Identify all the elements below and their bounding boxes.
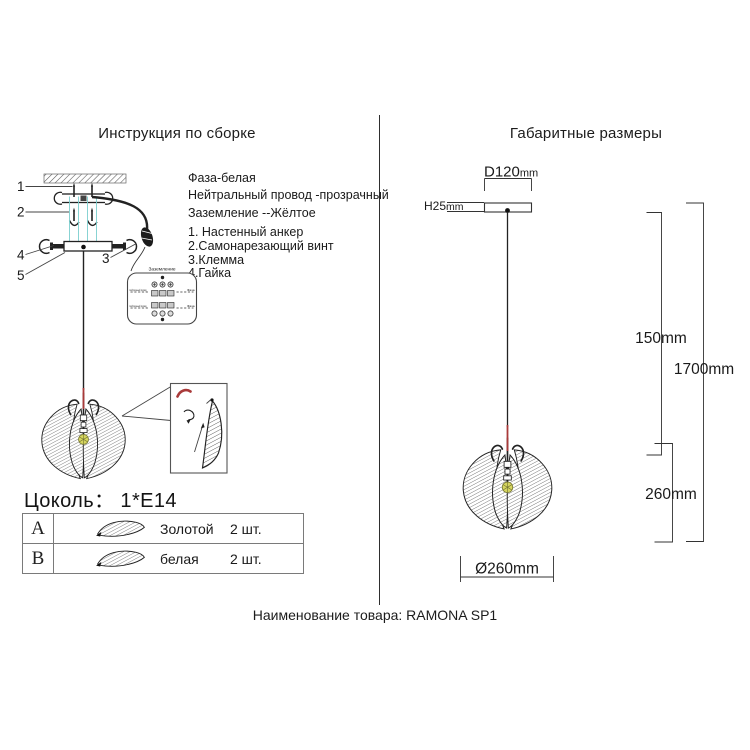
quantity-label: 2 шт. [230,550,262,567]
right-panel-title: Габаритные размеры [509,125,663,142]
panel-divider [379,115,381,605]
finish-label: Золотой [160,520,214,537]
callout-2: 2 [17,205,25,220]
red-stroke-mark [176,388,192,398]
callout-leaders [25,186,137,275]
ground-box-right-label-2: Фаза [187,304,195,308]
cord-length-dimension: 150mm [635,212,687,456]
shade-height-label: 260mm [645,486,697,503]
row-key: A [23,514,54,543]
callout-5: 5 [17,268,25,283]
table-row: B белая 2 шт. [23,543,303,573]
row-key: B [23,544,54,573]
part-anchor: 1. Настенный анкер [188,225,304,239]
leaf-pendant-drawing [462,437,553,530]
wire-color-legend: Фаза-белая Нейтральный провод -прозрачны… [188,170,389,222]
leaf-icon [95,550,145,567]
dimensions-diagram: D120mm H25mm Ø260mm 150mm 260mm [424,164,734,582]
shade-height-dimension: 260mm [645,443,697,543]
socket-spec: Цоколь： 1*E14 [24,490,177,512]
parts-list: 1. Настенный анкер 2.Самонарезающий винт… [188,225,334,281]
callout-3: 3 [102,251,110,266]
finish-table: A Золотой 2 шт. B белая 2 шт. [22,513,304,574]
leaf-icon [95,520,145,537]
legend-neutral: Нейтральный провод -прозрачный [188,188,389,203]
cord-length-label: 150mm [635,330,687,347]
leaf-detail-inset [121,382,228,474]
ground-box-left-label-2: Нейтральный провод [130,304,147,308]
power-cable [91,195,154,272]
part-clamp: 3.Клемма [188,252,245,267]
left-panel-title: Инструкция по сборке [98,125,256,142]
callout-1: 1 [17,179,25,194]
canopy-diameter-label: D120mm [484,164,538,181]
total-height-label: 1700mm [674,361,734,378]
callout-4: 4 [17,248,25,263]
shade-diameter-dimension: Ø260mm [460,556,554,582]
alignment-guides [69,196,97,246]
quantity-label: 2 шт. [230,520,262,537]
canopy-height-dimension: H25mm [424,199,484,213]
finish-label: белая [160,550,199,567]
shade-diameter-label: Ø260mm [475,561,539,578]
wall-anchor-screws [72,182,94,197]
ground-terminal-box: Заземление Нейтральный провод Нейтральны… [126,267,198,325]
self-tapping-screws [68,207,98,227]
wire-attachment-dot [505,208,510,213]
product-name: Наименование товара: RAMONA SP1 [252,607,498,623]
ceiling-hatch [43,173,127,184]
rotation-arrow [183,409,195,421]
ground-box-right-label-1: Фаза [187,288,195,292]
ground-box-left-label-1: Нейтральный провод [130,288,147,292]
mounting-plate [38,239,138,254]
total-height-dimension: 1700mm [674,202,734,542]
canopy-diameter-dimension: D120mm [484,164,538,191]
canopy-height-label: H25mm [424,199,464,213]
assembly-diagram: Заземление Нейтральный провод Нейтральны… [17,173,228,480]
legend-phase: Фаза-белая [188,171,256,185]
part-screw: 2.Самонарезающий винт [188,238,334,253]
part-nut: 4.Гайка [188,266,232,281]
ground-box-title: Заземление [148,267,175,273]
table-row: A Золотой 2 шт. [23,514,303,543]
legend-ground: Заземление --Жёлтое [188,205,316,220]
